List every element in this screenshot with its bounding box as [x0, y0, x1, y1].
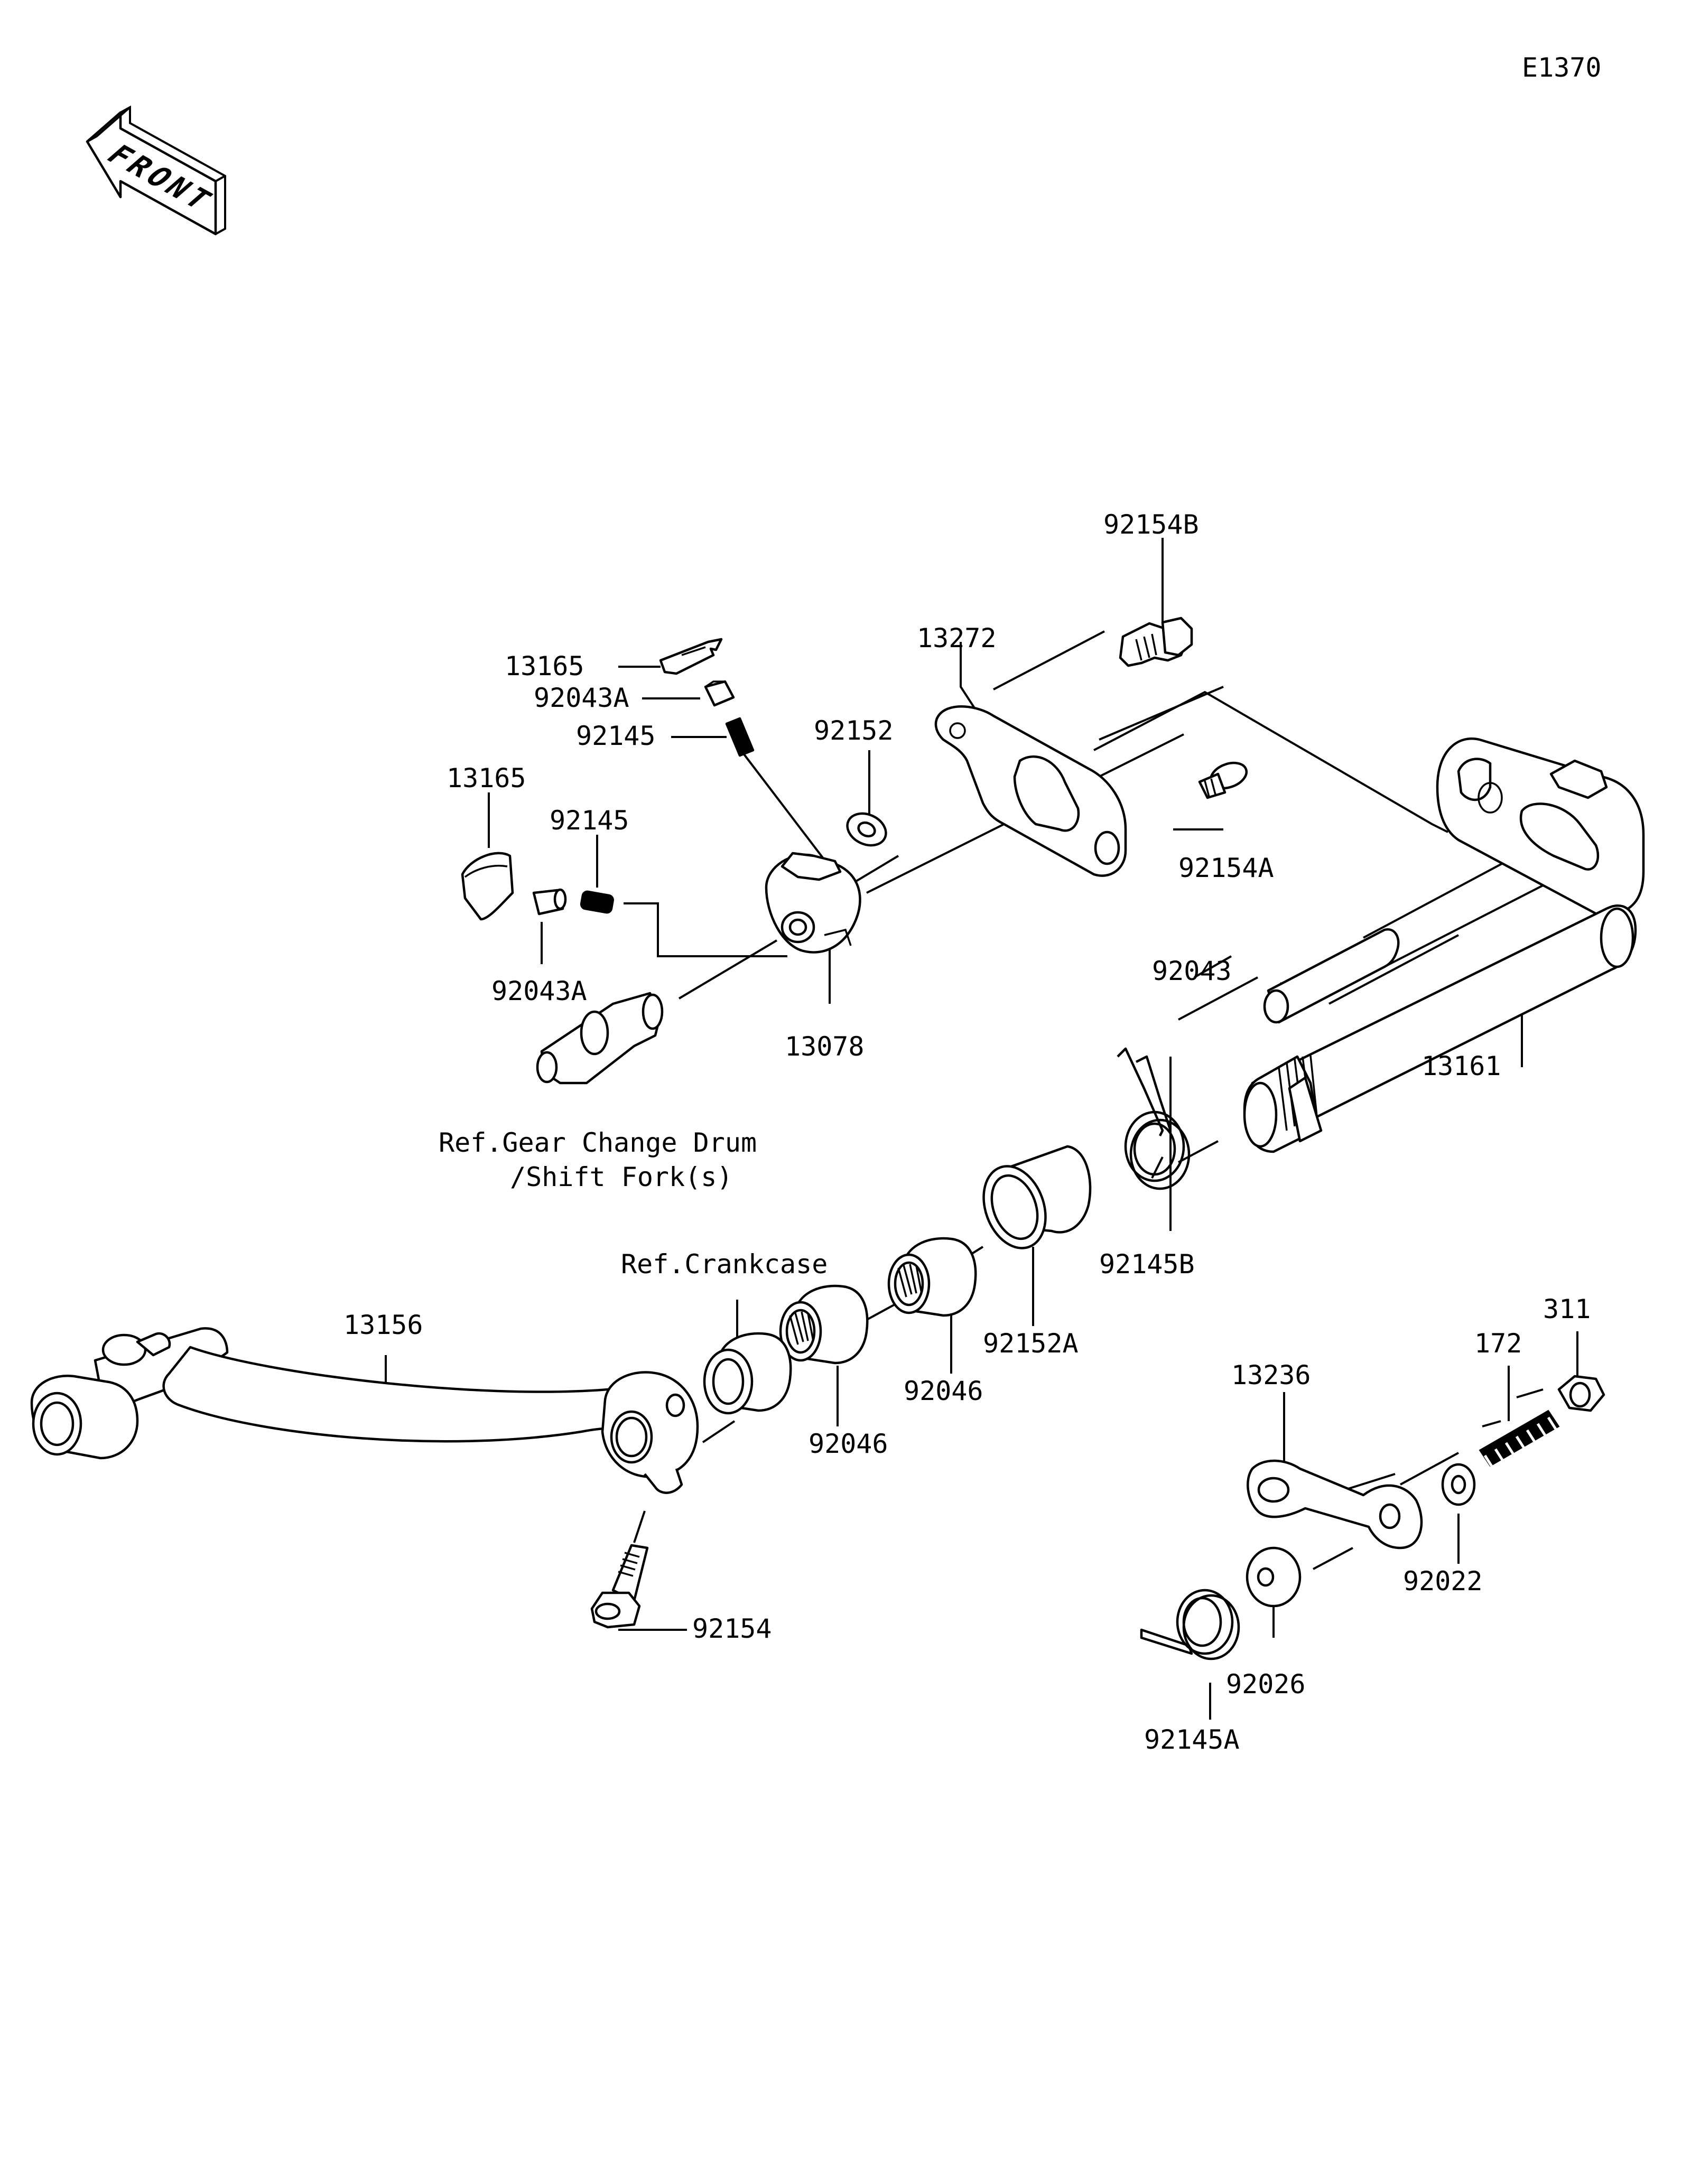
label-92043A-top: 92043A — [534, 683, 629, 713]
label-92043A-left: 92043A — [491, 976, 587, 1006]
front-arrow-icon: FRONT — [86, 105, 226, 236]
pin-92043A-top — [704, 680, 735, 707]
lever-13156 — [30, 1327, 699, 1494]
nut-311 — [1557, 1375, 1605, 1412]
washer-92152 — [846, 812, 887, 847]
label-92026: 92026 — [1226, 1669, 1306, 1700]
plate-13272 — [934, 705, 1127, 877]
spring-92145-top — [725, 717, 755, 757]
label-ref-shift-fork: /Shift Fork(s) — [510, 1162, 732, 1192]
part-labels: 92154B 13272 13165 92043A 92145 92152 13… — [343, 509, 1591, 1755]
clip-13165-top — [659, 638, 723, 675]
label-92154: 92154 — [692, 1613, 772, 1644]
spring-92145-left — [580, 890, 614, 914]
label-13078: 13078 — [785, 1031, 865, 1062]
pin-92043 — [1263, 928, 1400, 1024]
arm-13236 — [1247, 1459, 1423, 1550]
label-92145A: 92145A — [1144, 1724, 1240, 1755]
spring-92145B — [1117, 1047, 1191, 1190]
bearing-92046-left — [779, 1284, 869, 1365]
label-13161: 13161 — [1421, 1051, 1501, 1081]
label-92046-right: 92046 — [904, 1376, 983, 1406]
clip-13165-left — [461, 852, 514, 921]
bolt-92154A — [1198, 761, 1248, 799]
label-92145-top: 92145 — [576, 721, 656, 751]
label-92152A: 92152A — [983, 1328, 1079, 1359]
bearing-92046-right — [887, 1237, 977, 1317]
label-13165-top: 13165 — [505, 651, 584, 682]
collar-92152A — [982, 1145, 1092, 1249]
spring-92145A — [1140, 1589, 1240, 1660]
cam-13078 — [765, 852, 861, 954]
label-92152: 92152 — [814, 715, 894, 746]
label-92154B: 92154B — [1103, 509, 1199, 540]
label-92022: 92022 — [1403, 1566, 1483, 1597]
label-92145-left: 92145 — [550, 805, 629, 836]
bolt-92154 — [590, 1544, 649, 1629]
shaft-13161 — [1243, 737, 1645, 1153]
label-13156: 13156 — [343, 1310, 423, 1340]
oil-seal-ref-crankcase — [703, 1332, 792, 1415]
stud-172 — [1479, 1410, 1560, 1468]
label-13272: 13272 — [917, 623, 997, 654]
label-172: 172 — [1474, 1328, 1522, 1359]
label-ref-gear-change-drum: Ref.Gear Change Drum — [439, 1127, 757, 1158]
bolt-92154B — [1119, 617, 1193, 667]
label-ref-crankcase: Ref.Crankcase — [621, 1249, 828, 1280]
label-92154A: 92154A — [1178, 853, 1274, 883]
washer-92026 — [1246, 1546, 1302, 1608]
label-92043: 92043 — [1152, 956, 1232, 986]
pin-bolt-ref-gear — [536, 992, 664, 1085]
label-92046-left: 92046 — [809, 1429, 888, 1459]
diagram-code: E1370 — [1522, 52, 1602, 83]
label-311: 311 — [1543, 1294, 1591, 1324]
label-13165-left: 13165 — [447, 763, 526, 794]
label-92145B: 92145B — [1099, 1249, 1195, 1280]
pin-92043A-left — [532, 888, 567, 916]
washer-92022 — [1441, 1463, 1476, 1506]
label-13236: 13236 — [1231, 1360, 1311, 1390]
